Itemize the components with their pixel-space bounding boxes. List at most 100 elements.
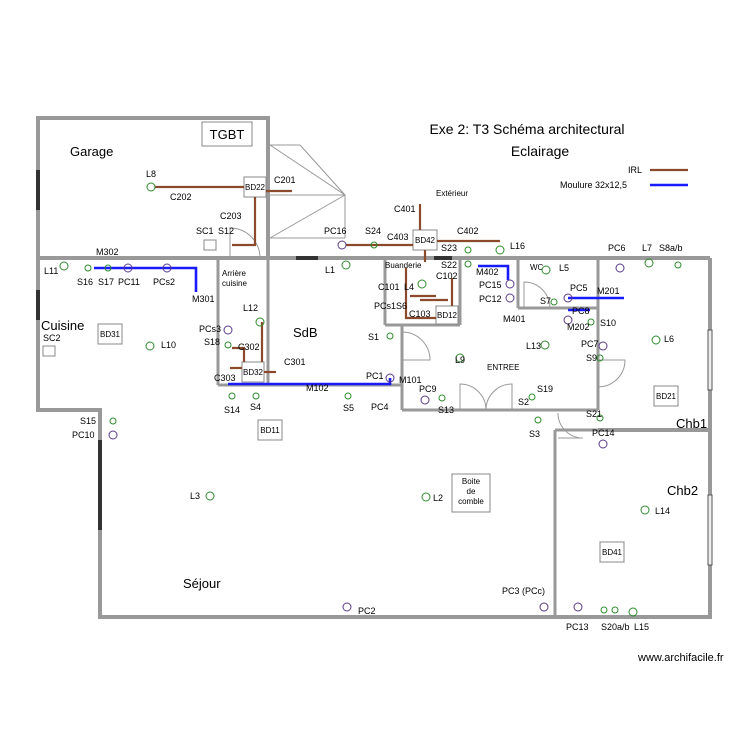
- svg-text:L2: L2: [433, 493, 443, 503]
- legend-moulure-label: Moulure 32x12,5: [560, 180, 627, 190]
- svg-text:PC8: PC8: [572, 306, 590, 316]
- svg-text:S13: S13: [438, 405, 454, 415]
- svg-text:S16: S16: [77, 277, 93, 287]
- svg-text:L10: L10: [161, 340, 176, 350]
- svg-text:L13: L13: [526, 341, 541, 351]
- tgbt-label: TGBT: [210, 127, 245, 142]
- svg-text:BD21: BD21: [656, 392, 677, 401]
- diagram-subtitle: Eclairage: [511, 143, 570, 159]
- svg-text:L1: L1: [325, 265, 335, 275]
- svg-text:PCs1S6: PCs1S6: [374, 301, 407, 311]
- moulure-cables: [94, 264, 624, 386]
- svg-text:C103: C103: [409, 309, 431, 319]
- svg-text:M102: M102: [306, 383, 329, 393]
- diagram-title: Exe 2: T3 Schéma architectural: [429, 121, 624, 137]
- svg-text:S14: S14: [224, 405, 240, 415]
- svg-text:M101: M101: [399, 375, 422, 385]
- room-entree: ENTREE: [487, 363, 519, 372]
- svg-text:PC5: PC5: [570, 283, 588, 293]
- svg-text:M201: M201: [597, 286, 620, 296]
- svg-text:PC10: PC10: [72, 430, 95, 440]
- svg-text:PC16: PC16: [324, 226, 347, 236]
- svg-text:PC7: PC7: [581, 339, 599, 349]
- component-labels: L8 C202 C201 C203 SC1 S12 M302 L11 S16 S…: [43, 169, 683, 632]
- svg-text:C301: C301: [284, 357, 306, 367]
- svg-text:L12: L12: [243, 303, 258, 313]
- garage-hatch: [269, 144, 346, 239]
- svg-text:PC1: PC1: [366, 371, 384, 381]
- svg-text:L3: L3: [190, 491, 200, 501]
- svg-text:PC11: PC11: [118, 277, 140, 287]
- outlet-symbols: [108, 240, 625, 612]
- svg-text:C201: C201: [274, 175, 296, 185]
- svg-text:PC4: PC4: [371, 402, 389, 412]
- svg-text:S20a/b: S20a/b: [601, 622, 630, 632]
- room-chb1: Chb1: [676, 416, 707, 431]
- room-buanderie: Buanderie: [385, 261, 422, 270]
- svg-text:S1: S1: [368, 332, 379, 342]
- svg-text:C202: C202: [170, 192, 192, 202]
- room-chb2: Chb2: [667, 483, 698, 498]
- svg-text:BD42: BD42: [415, 236, 436, 245]
- doors: [229, 227, 626, 439]
- svg-text:PCs3: PCs3: [199, 324, 221, 334]
- svg-text:PC15: PC15: [479, 280, 502, 290]
- walls: [36, 116, 712, 619]
- room-garage: Garage: [70, 144, 113, 159]
- room-arriere-1: Arrière: [222, 269, 247, 278]
- watermark: www.archifacile.fr: [637, 652, 724, 664]
- svg-text:BD32: BD32: [243, 368, 264, 377]
- svg-text:S8a/b: S8a/b: [659, 243, 683, 253]
- svg-text:S23: S23: [441, 243, 457, 253]
- junction-boxes: BD22 BD42 BD12 BD31 BD32 BD11 BD21 BD41: [97, 176, 679, 563]
- room-wc: WC: [530, 263, 544, 272]
- svg-text:C102: C102: [436, 271, 458, 281]
- svg-text:S17: S17: [98, 277, 114, 287]
- svg-text:S2: S2: [518, 397, 529, 407]
- svg-text:S9: S9: [586, 353, 597, 363]
- svg-text:S12: S12: [218, 226, 234, 236]
- legend: IRL Moulure 32x12,5: [560, 165, 688, 190]
- svg-text:L7: L7: [642, 243, 652, 253]
- svg-text:de: de: [467, 487, 476, 496]
- svg-text:L8: L8: [146, 169, 156, 179]
- boite-de-comble: Boite de comble: [451, 473, 491, 513]
- svg-text:M401: M401: [503, 314, 526, 324]
- room-arriere-2: cuisine: [222, 279, 247, 288]
- svg-text:SC1: SC1: [196, 226, 214, 236]
- svg-text:S21: S21: [586, 409, 602, 419]
- svg-text:L5: L5: [559, 263, 569, 273]
- switch-symbols: [84, 241, 682, 614]
- room-labels: Garage Cuisine SdB ENTREE WC Buanderie A…: [41, 144, 707, 591]
- room-sdb: SdB: [293, 325, 318, 340]
- svg-text:PC3 (PCc): PC3 (PCc): [502, 586, 545, 596]
- svg-text:M301: M301: [192, 294, 215, 304]
- sc2-icon: [42, 345, 56, 357]
- svg-text:S18: S18: [204, 337, 220, 347]
- svg-text:BD22: BD22: [245, 183, 266, 192]
- room-sejour: Séjour: [183, 576, 221, 591]
- svg-text:L15: L15: [634, 622, 649, 632]
- svg-text:L6: L6: [664, 334, 674, 344]
- svg-text:S4: S4: [250, 402, 261, 412]
- svg-text:M302: M302: [96, 247, 119, 257]
- svg-text:C402: C402: [457, 226, 479, 236]
- svg-text:PC13: PC13: [566, 622, 589, 632]
- svg-text:S5: S5: [343, 403, 354, 413]
- svg-text:Boite: Boite: [462, 477, 481, 486]
- svg-text:S10: S10: [600, 318, 616, 328]
- legend-irl-label: IRL: [628, 165, 642, 175]
- svg-text:S15: S15: [80, 416, 96, 426]
- svg-text:M202: M202: [567, 322, 590, 332]
- tgbt-panel: TGBT: [201, 121, 253, 147]
- irl-cables: [155, 185, 500, 374]
- svg-text:comble: comble: [458, 497, 484, 506]
- svg-text:BD11: BD11: [260, 426, 280, 435]
- svg-text:L11: L11: [44, 266, 58, 276]
- svg-text:C302: C302: [238, 342, 260, 352]
- svg-text:M402: M402: [476, 267, 499, 277]
- svg-text:C101: C101: [378, 282, 400, 292]
- sc1-icon: [203, 239, 217, 251]
- svg-text:L9: L9: [455, 355, 465, 365]
